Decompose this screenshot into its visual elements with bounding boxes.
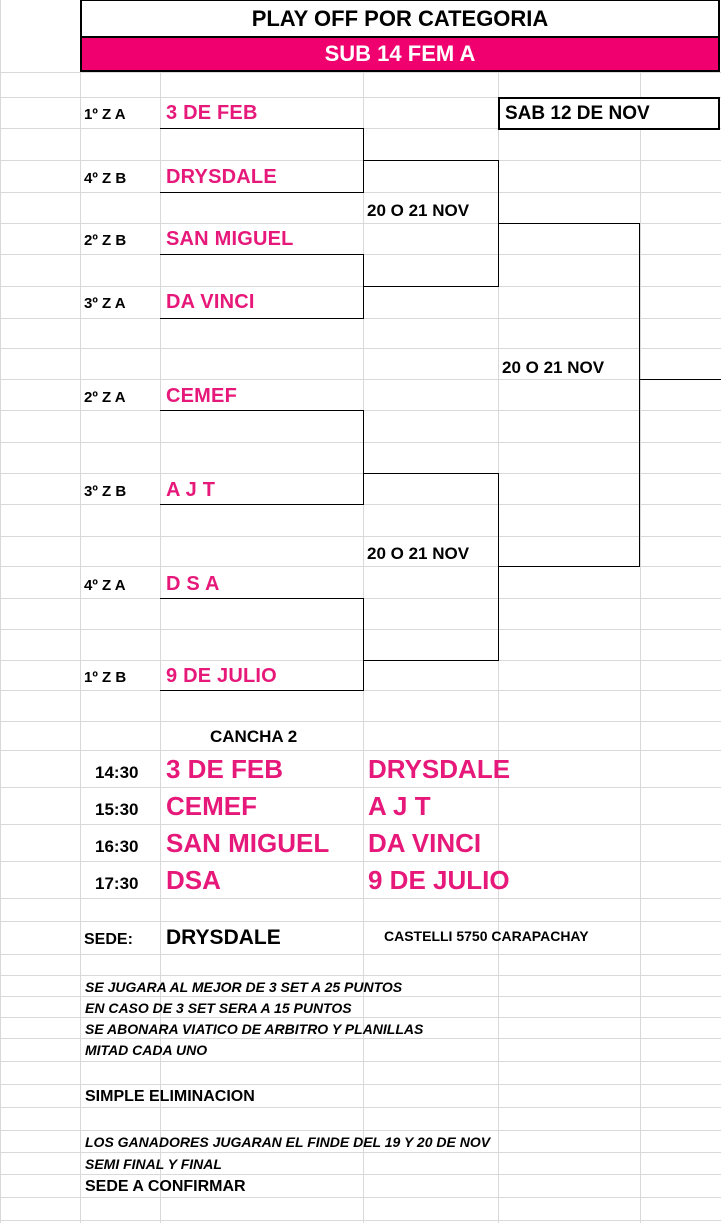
bracket-line <box>160 254 364 255</box>
bracket-line <box>363 473 499 474</box>
bracket-line <box>363 598 364 691</box>
team-name: CEMEF <box>166 385 237 407</box>
round-date-label: 20 O 21 NOV <box>502 358 605 377</box>
bracket-line <box>363 410 364 505</box>
seed-label: 3º Z A <box>84 295 126 312</box>
venue-address: CASTELLI 5750 CARAPACHAY <box>384 928 589 944</box>
seed-label: 4º Z B <box>84 170 127 187</box>
bracket-line <box>363 160 499 161</box>
next-round-note: LOS GANADORES JUGARAN EL FINDE DEL 19 Y … <box>85 1134 491 1150</box>
team-name: 3 DE FEB <box>166 102 258 124</box>
court-label: CANCHA 2 <box>210 727 298 746</box>
match-home-team: DSA <box>166 865 221 895</box>
bracket-line <box>498 566 640 567</box>
match-time: 15:30 <box>95 800 139 819</box>
seed-label: 2º Z B <box>84 232 127 249</box>
bracket-line <box>160 192 364 193</box>
next-round-note: SEMI FINAL Y FINAL <box>85 1156 222 1172</box>
bracket-line <box>160 128 364 129</box>
venue-name: DRYSDALE <box>166 926 281 949</box>
team-name: 9 DE JULIO <box>166 665 277 687</box>
bracket-line <box>498 223 640 224</box>
next-venue-note: SEDE A CONFIRMAR <box>85 1178 246 1195</box>
match-home-team: 3 DE FEB <box>166 754 284 784</box>
rule-note: SE ABONARA VIATICO DE ARBITRO Y PLANILLA… <box>85 1021 424 1037</box>
team-name: SAN MIGUEL <box>166 228 294 250</box>
match-time: 16:30 <box>95 837 139 856</box>
match-away-team: DRYSDALE <box>368 754 511 784</box>
category-banner: SUB 14 FEM A <box>80 36 720 72</box>
bracket-line <box>160 504 364 505</box>
team-name: D S A <box>166 573 220 595</box>
match-away-team: A J T <box>368 791 431 821</box>
match-time: 17:30 <box>95 874 139 893</box>
match-home-team: SAN MIGUEL <box>166 828 330 858</box>
venue-label: SEDE: <box>84 931 133 948</box>
bracket-line <box>160 318 364 319</box>
seed-label: 1º Z A <box>84 106 126 123</box>
match-home-team: CEMEF <box>166 791 257 821</box>
team-name: A J T <box>166 479 216 501</box>
team-name: DRYSDALE <box>166 166 277 188</box>
bracket-line <box>498 473 499 661</box>
bracket-line <box>639 223 640 567</box>
match-away-team: 9 DE JULIO <box>368 865 510 895</box>
page-title: PLAY OFF POR CATEGORIA <box>80 0 720 36</box>
rule-note: SE JUGARA AL MEJOR DE 3 SET A 25 PUNTOS <box>85 979 403 995</box>
bracket-line <box>639 379 721 380</box>
round-date-label: 20 O 21 NOV <box>367 544 470 563</box>
bracket-line <box>363 660 499 661</box>
bracket-line <box>363 286 499 287</box>
seed-label: 2º Z A <box>84 389 126 406</box>
match-time: 14:30 <box>95 763 139 782</box>
format-note: SIMPLE ELIMINACION <box>85 1088 255 1105</box>
seed-label: 4º Z A <box>84 577 126 594</box>
final-date-box: SAB 12 DE NOV <box>498 97 720 130</box>
bracket-line <box>160 410 364 411</box>
rule-note: MITAD CADA UNO <box>85 1042 208 1058</box>
round-date-label: 20 O 21 NOV <box>367 201 470 220</box>
seed-label: 1º Z B <box>84 669 127 686</box>
rule-note: EN CASO DE 3 SET SERA A 15 PUNTOS <box>85 1000 352 1016</box>
bracket-line <box>160 598 364 599</box>
seed-label: 3º Z B <box>84 483 127 500</box>
match-away-team: DA VINCI <box>368 828 482 858</box>
team-name: DA VINCI <box>166 291 255 313</box>
bracket-line <box>160 690 364 691</box>
